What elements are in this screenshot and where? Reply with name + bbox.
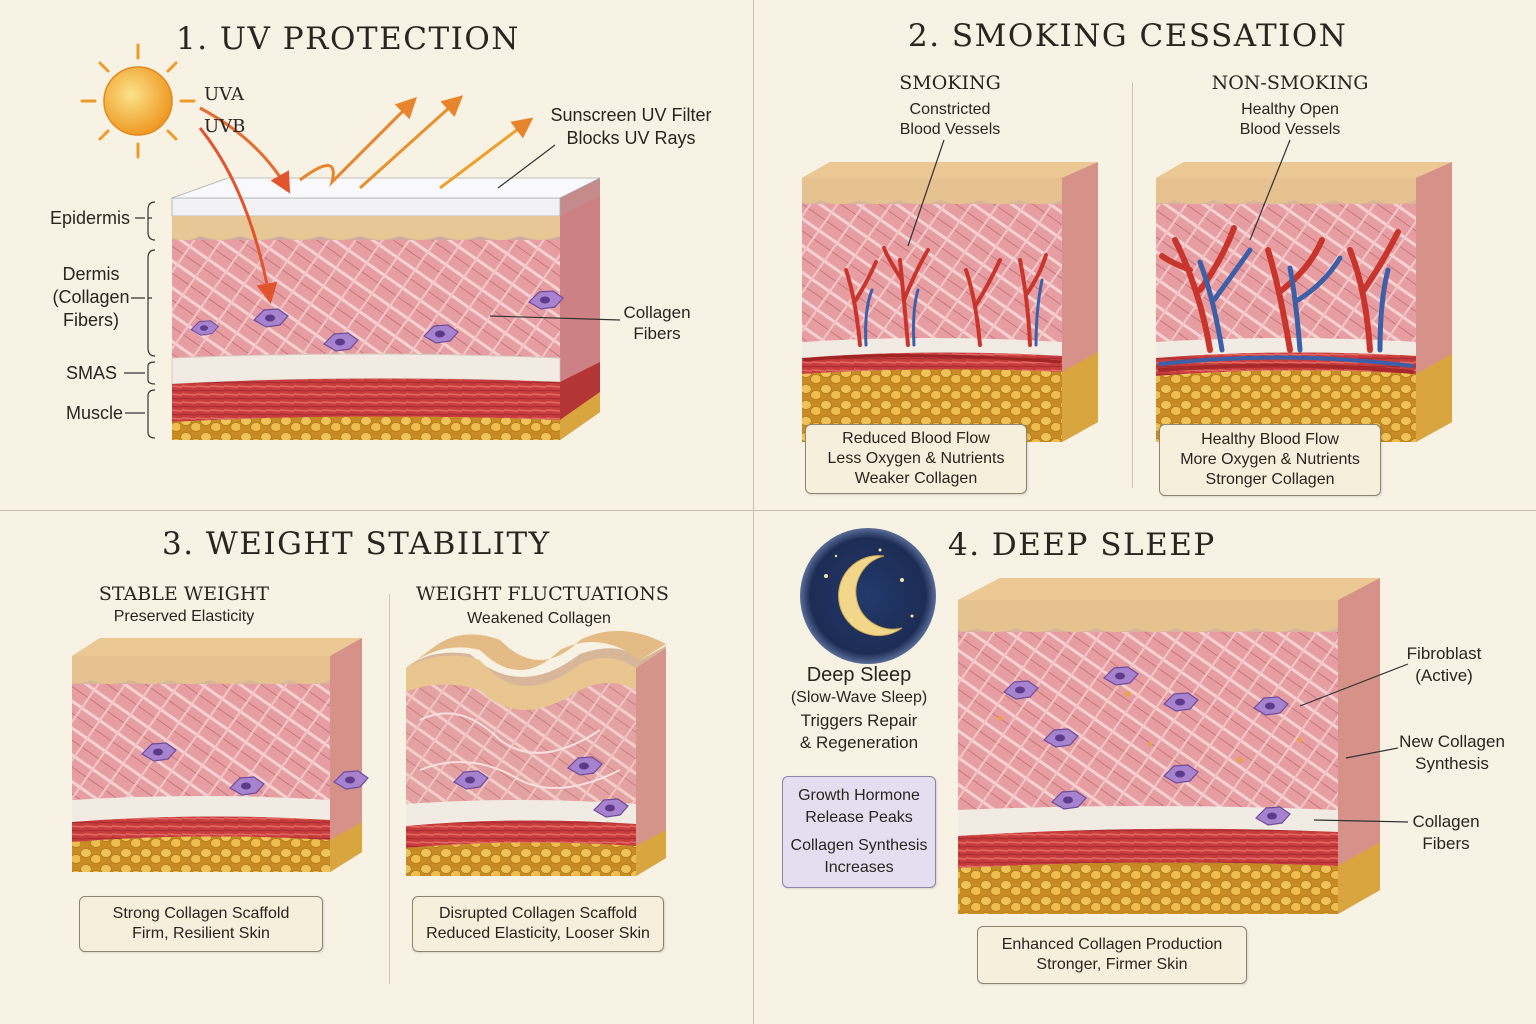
fluctuating-weight-skin-block <box>406 630 666 876</box>
night-moon-icon <box>800 528 936 664</box>
muscle-label: Muscle <box>66 403 124 423</box>
smoking-cessation-title: 2. SMOKING CESSATION <box>908 18 1348 54</box>
smoking-split-line <box>1132 82 1133 488</box>
smoking-skin-block <box>802 162 1098 442</box>
weight-stability-title: 3. WEIGHT STABILITY <box>162 526 551 562</box>
vertical-divider <box>753 0 754 1024</box>
deep-sleep-skin-block <box>958 578 1380 914</box>
dermis-label: Dermis (Collagen Fibers) <box>52 264 130 330</box>
uv-collagen-label: Collagen Fibers <box>623 303 691 343</box>
weight-split-line <box>389 594 390 984</box>
sunscreen-label: Sunscreen UV Filter Blocks UV Rays <box>550 105 712 148</box>
weight-fluctuations-subheading: Weakened Collagen <box>467 610 611 627</box>
fibroblast-label: Fibroblast (Active) <box>1406 644 1482 685</box>
uv-protection-title: 1. UV PROTECTION <box>176 21 520 57</box>
sleep-leader-lines <box>1299 663 1409 823</box>
stable-weight-heading: STABLE WEIGHT <box>98 583 270 605</box>
epidermis-label: Epidermis <box>50 208 131 228</box>
uv-skin-block <box>171 177 601 440</box>
sleep-collagen-label: Collagen Fibers <box>1412 812 1480 853</box>
sun-icon <box>80 43 196 159</box>
reduced-blood-flow-box: Reduced Blood Flow Less Oxygen & Nutrien… <box>805 424 1027 494</box>
smoking-heading: SMOKING <box>899 72 1001 94</box>
non-smoking-skin-block <box>1156 162 1452 442</box>
deep-sleep-label: Deep Sleep <box>806 664 912 686</box>
smoking-subheading: Constricted Blood Vessels <box>899 101 1001 138</box>
disrupted-scaffold-box: Disrupted Collagen Scaffold Reduced Elas… <box>412 896 664 952</box>
enhanced-collagen-box: Enhanced Collagen Production Stronger, F… <box>977 926 1247 984</box>
stable-weight-skin-block <box>72 638 369 872</box>
non-smoking-heading: NON-SMOKING <box>1211 72 1369 94</box>
healthy-blood-flow-box: Healthy Blood Flow More Oxygen & Nutrien… <box>1159 424 1381 496</box>
stable-weight-subheading: Preserved Elasticity <box>113 608 255 625</box>
smas-label: SMAS <box>66 363 118 383</box>
new-collagen-label: New Collagen Synthesis <box>1399 732 1505 773</box>
slow-wave-label: (Slow-Wave Sleep) <box>790 689 928 706</box>
uva-label: UVA <box>204 84 244 105</box>
uv-ray-arrows <box>198 95 534 305</box>
non-smoking-subheading: Healthy Open Blood Vessels <box>1239 101 1341 138</box>
growth-hormone-box: Growth Hormone Release Peaks Collagen Sy… <box>782 776 936 888</box>
uv-layer-brackets <box>124 144 621 439</box>
uvb-label: UVB <box>204 116 246 137</box>
strong-scaffold-box: Strong Collagen Scaffold Firm, Resilient… <box>79 896 323 952</box>
deep-sleep-title: 4. DEEP SLEEP <box>948 527 1216 563</box>
weight-fluctuations-heading: WEIGHT FLUCTUATIONS <box>416 583 669 605</box>
smoking-leader-lines <box>907 139 1291 247</box>
triggers-repair-label: Triggers Repair & Regeneration <box>799 711 919 752</box>
horizontal-divider <box>0 510 1536 511</box>
